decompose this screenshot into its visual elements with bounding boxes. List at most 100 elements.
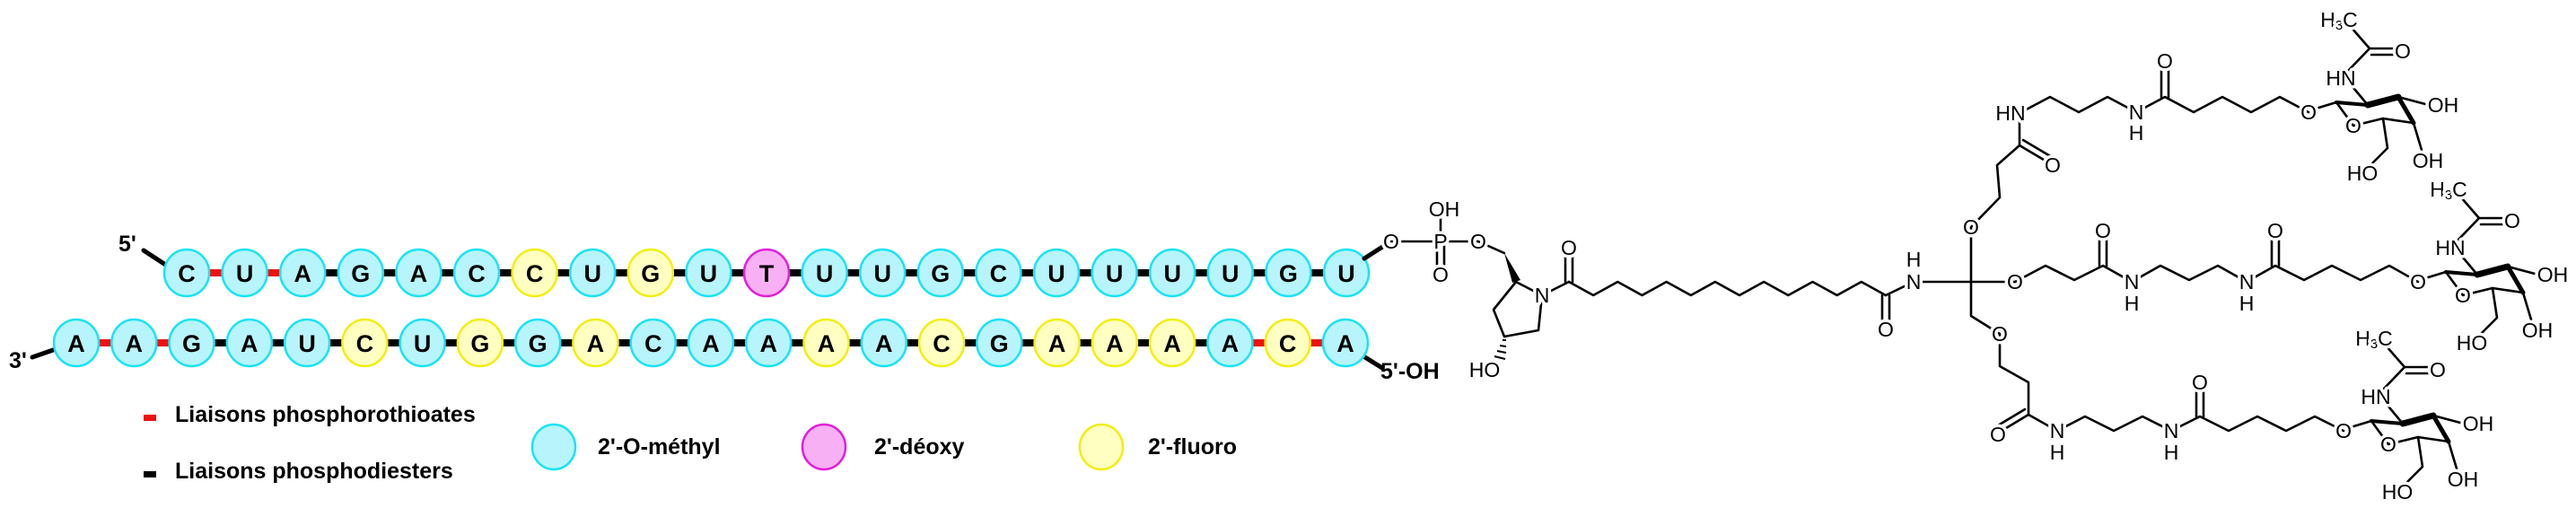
- nucleotide-circle-ome: [629, 318, 677, 368]
- atom-ho: HO: [2347, 162, 2379, 185]
- nucleotide-base: U: [816, 260, 834, 287]
- nucleotide-circle-ome: [976, 318, 1023, 368]
- nucleotide-base: G: [470, 330, 489, 357]
- nucleotide-circle-ome: [452, 248, 501, 298]
- sense-nucleotide-4: G: [337, 248, 385, 298]
- nucleotide-base: U: [236, 260, 254, 287]
- phosphodiester-linkage: [1193, 269, 1210, 276]
- nucleotide-base: U: [414, 330, 432, 357]
- nucleotide-base: G: [351, 260, 370, 287]
- nucleotide-base: G: [931, 260, 950, 287]
- atom-hn: HN: [1995, 101, 2025, 125]
- legend-fluoro-swatch: [1078, 423, 1125, 471]
- antisense-nucleotide-7: U: [399, 318, 446, 368]
- phosphodiester-linkage: [555, 269, 573, 276]
- nucleotide-circle-fluoro: [802, 318, 850, 368]
- nucleotide-circle-ome: [687, 318, 735, 368]
- nucleotide-circle-fluoro: [511, 248, 558, 298]
- galnac-branches: O O HN N H O O O N H N H O O O N H N H O…: [1960, 5, 2572, 507]
- sense-nucleotide-9: G: [626, 248, 675, 298]
- sense-nucleotide-2: U: [221, 248, 268, 298]
- phosphorothioate-linkage: [1308, 339, 1325, 346]
- nucleotide-base: A: [410, 260, 428, 287]
- phosphodiester-linkage: [323, 269, 340, 276]
- legend-ome-swatch: [530, 423, 577, 471]
- nucleotide-base: C: [356, 330, 374, 357]
- antisense-3prime-label: 3': [9, 348, 27, 373]
- legend-phosphodiester-swatch: [144, 471, 156, 477]
- atom-oh: OH: [2413, 149, 2444, 172]
- sense-nucleotide-19: U: [1206, 248, 1255, 298]
- nucleotide-base: U: [583, 260, 601, 287]
- phosphodiester-linkage: [1193, 339, 1210, 346]
- nucleotide-circle-ome: [110, 318, 158, 368]
- atom-n: N: [2125, 270, 2140, 293]
- nucleotide-circle-fluoro: [1264, 318, 1311, 368]
- nucleotide-circle-ome: [52, 318, 101, 368]
- atom-oh: OH: [2537, 263, 2569, 286]
- wedge-bond: [1504, 253, 1520, 283]
- nucleotide-circle-ome: [685, 248, 732, 298]
- atom-o: O: [2007, 270, 2023, 293]
- hashed-bond: [1494, 339, 1507, 360]
- antisense-nucleotide-2: A: [110, 318, 158, 368]
- phosphodiester-linkage: [903, 269, 920, 276]
- phosphorothioate-linkage: [154, 339, 171, 346]
- atom-o: O: [2335, 419, 2352, 442]
- phosphorothioate-linkage: [207, 269, 224, 276]
- phosphodiester-linkage: [1135, 339, 1152, 346]
- nucleotide-circle-ome: [399, 318, 446, 368]
- atom-o: O: [2192, 371, 2208, 394]
- antisense-nucleotide-21: A: [1206, 318, 1254, 368]
- phosphodiester-linkage: [328, 339, 345, 346]
- phosphodiester-linkage: [1309, 269, 1326, 276]
- nucleotide-circle-fluoro: [1148, 318, 1196, 368]
- nucleotide-base: U: [700, 260, 718, 287]
- atom-p: P: [1433, 230, 1447, 253]
- atom-o: O: [2504, 209, 2520, 232]
- sense-nucleotide-11: T: [742, 248, 791, 298]
- antisense-nucleotide-22: C: [1264, 318, 1311, 368]
- sense-nucleotide-16: U: [1032, 248, 1081, 298]
- nucleotide-circle-ome: [860, 318, 908, 368]
- phosphodiester-linkage: [1250, 269, 1268, 276]
- legend-phosphorothioate-label: Liaisons phosphorothioates: [175, 402, 476, 427]
- sense-nucleotide-21: U: [1322, 248, 1371, 298]
- sense-nucleotide-1: C: [162, 248, 211, 298]
- sense-nucleotide-12: U: [801, 248, 848, 298]
- nucleotide-circle-fluoro: [1033, 318, 1081, 368]
- sense-nucleotide-15: C: [975, 248, 1022, 298]
- nucleotide-circle-fluoro: [917, 318, 966, 368]
- atom-h: H: [2239, 292, 2255, 315]
- nucleotide-base: U: [1222, 260, 1240, 287]
- phosphodiester-linkage: [731, 339, 749, 346]
- antisense-nucleotide-23: A: [1321, 318, 1370, 368]
- sense-nucleotide-7: C: [511, 248, 558, 298]
- phosphodiester-linkage: [845, 269, 863, 276]
- nucleotide-base: C: [178, 260, 196, 287]
- atom-n: N: [2050, 419, 2065, 442]
- legend-fluoro-label: 2'-fluoro: [1148, 434, 1237, 460]
- atom-o: O: [2157, 49, 2173, 73]
- atom-o: O: [1878, 318, 1894, 341]
- atom-n: N: [2129, 101, 2144, 124]
- phosphodiester-linkage: [1077, 339, 1094, 346]
- nucleotide-circle-ome: [162, 248, 211, 298]
- nucleotide-circle-ome: [1206, 318, 1254, 368]
- atom-o: O: [2045, 153, 2061, 177]
- nucleotide-base: U: [1163, 260, 1181, 287]
- phosphodiester-linkage: [1077, 269, 1094, 276]
- nucleotide-circle-ome: [916, 248, 965, 298]
- antisense-5prime-oh-label: 5'-OH: [1380, 359, 1440, 384]
- atom-hn: HN: [2435, 236, 2465, 259]
- atom-h3c: H3C: [2430, 178, 2467, 203]
- sense-nucleotide-13: U: [858, 248, 907, 298]
- antisense-nucleotide-5: U: [283, 318, 331, 368]
- nucleotide-base: U: [298, 330, 316, 357]
- atom-h: H: [1906, 248, 1922, 271]
- phosphodiester-linkage: [1019, 269, 1036, 276]
- atom-h: H: [2164, 441, 2179, 464]
